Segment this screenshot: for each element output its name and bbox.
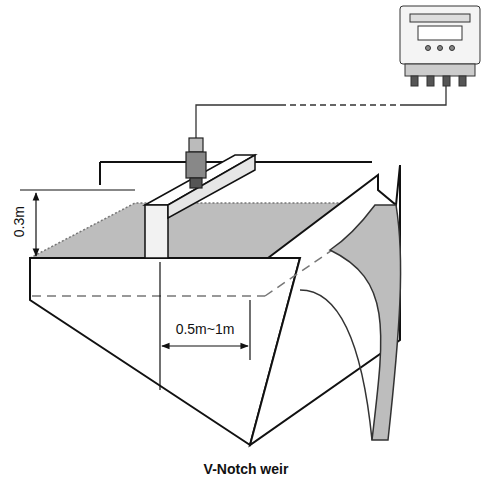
channel-walls	[30, 165, 400, 445]
nappe-edge	[300, 290, 372, 440]
dimension-label: 0.5m~1m	[174, 322, 237, 337]
dimension-label: 0.3m	[12, 204, 27, 239]
dimension-lines	[20, 190, 250, 390]
ultrasonic-sensor	[186, 138, 206, 188]
flow-controller	[400, 6, 480, 86]
water-level-line	[32, 295, 265, 297]
sensor-cable	[196, 86, 446, 138]
water-nappe	[330, 205, 401, 440]
caption: V-Notch weir	[204, 462, 289, 477]
